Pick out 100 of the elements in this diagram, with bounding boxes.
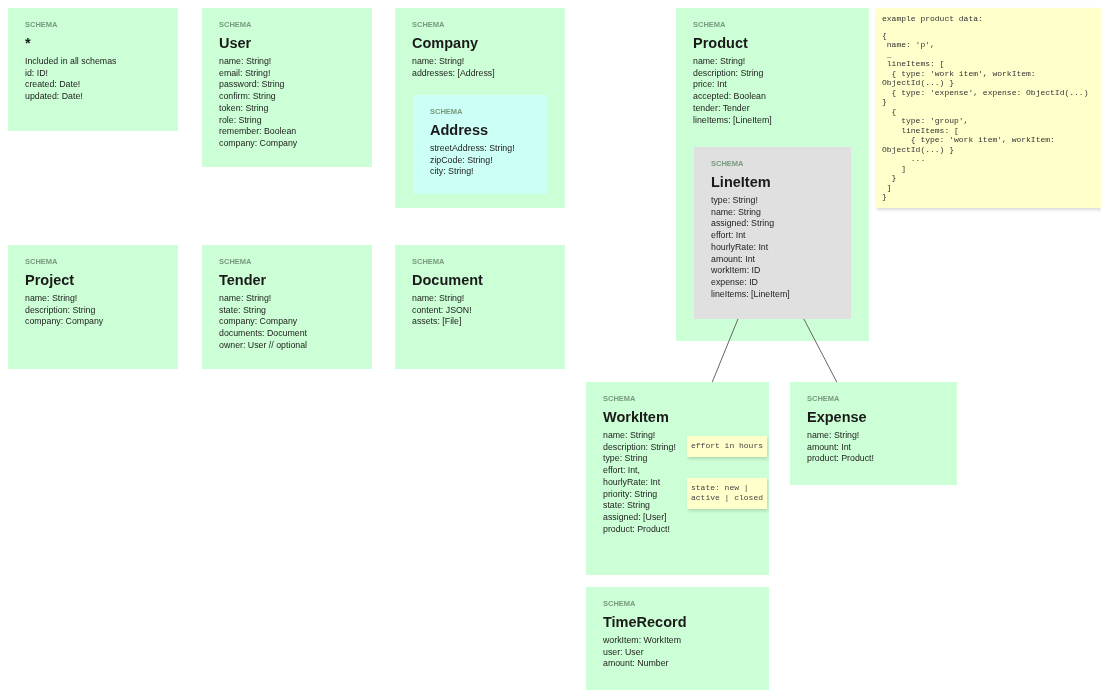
field-text: product: Product! bbox=[807, 453, 874, 466]
field-text: description: String bbox=[693, 67, 764, 80]
code-line: { bbox=[882, 30, 887, 40]
code-line: name: 'p', bbox=[885, 40, 935, 50]
schema-title: LineItem bbox=[711, 173, 771, 191]
schema-card bbox=[8, 8, 178, 131]
field-text: name: String! bbox=[412, 56, 465, 68]
schema-card bbox=[202, 245, 372, 369]
field-text: addresses: [Address] bbox=[412, 67, 495, 80]
field-text: company: Company bbox=[25, 316, 104, 329]
schema-title: Tender bbox=[219, 271, 267, 289]
schema-card bbox=[413, 95, 547, 194]
note-text: effort in hours bbox=[691, 441, 764, 451]
field-text: updated: Date! bbox=[25, 91, 83, 103]
field-text: accepted: Boolean bbox=[693, 91, 766, 103]
field-text: lineItems: [LineItem] bbox=[693, 114, 772, 127]
field-text: workItem: WorkItem bbox=[603, 635, 682, 647]
field-text: type: String bbox=[603, 453, 648, 466]
field-text: assets: [File] bbox=[412, 316, 462, 329]
field-text: state: String bbox=[603, 500, 650, 512]
field-text: streetAddress: String! bbox=[430, 143, 515, 155]
schema-card bbox=[395, 245, 565, 369]
field-text: name: String bbox=[711, 206, 761, 219]
field-text: assigned: [User] bbox=[603, 511, 667, 524]
field-text: remember: Boolean bbox=[219, 126, 297, 138]
sticky-note bbox=[876, 8, 1101, 208]
field-text: name: String! bbox=[693, 56, 746, 68]
field-text: priority: String bbox=[603, 488, 658, 501]
code-line: lineItems: [ bbox=[900, 125, 959, 135]
note-text: state: new | active | closed bbox=[691, 483, 764, 503]
field-text: state: String bbox=[219, 304, 266, 317]
field-text: name: String! bbox=[219, 56, 272, 68]
code-line: } bbox=[890, 173, 897, 183]
schema-title: * bbox=[25, 34, 31, 52]
schema-card bbox=[8, 245, 178, 369]
field-text: documents: Document bbox=[219, 328, 307, 340]
schema-title: Project bbox=[25, 271, 75, 289]
field-text: company: Company bbox=[219, 316, 298, 329]
field-text: user: User bbox=[603, 646, 644, 659]
field-text: assigned: String bbox=[711, 218, 775, 231]
code-line: } bbox=[882, 192, 887, 202]
schema-title: TimeRecord bbox=[603, 613, 687, 631]
code-line: { type: 'work item', workItem: ObjectId(...) } bbox=[882, 68, 1037, 88]
field-text: owner: User // optional bbox=[219, 339, 307, 352]
connector-line bbox=[803, 318, 838, 383]
field-text: effort: Int bbox=[711, 230, 746, 242]
field-text: amount: Int bbox=[807, 441, 851, 454]
code-line: _ bbox=[885, 49, 892, 59]
field-text: hourlyRate: Int bbox=[603, 476, 661, 489]
field-text: name: String! bbox=[25, 293, 78, 305]
schema-card bbox=[676, 8, 869, 341]
schema-card bbox=[395, 8, 565, 208]
field-text: tender: Tender bbox=[693, 102, 750, 115]
field-text: lineItems: [LineItem] bbox=[711, 288, 790, 301]
field-text: name: String! bbox=[412, 293, 465, 305]
field-text: workItem: ID bbox=[711, 265, 761, 277]
code-line: ... bbox=[909, 154, 926, 164]
code-line: type: 'group', bbox=[900, 116, 969, 126]
field-text: type: String! bbox=[711, 195, 758, 207]
schema-title: Company bbox=[412, 34, 479, 52]
code-line: lineItems: [ bbox=[885, 59, 945, 69]
field-text: content: JSON! bbox=[412, 304, 472, 317]
field-text: email: String! bbox=[219, 67, 271, 80]
field-text: password: String bbox=[219, 79, 285, 92]
code-line: ] bbox=[900, 163, 906, 173]
field-text: hourlyRate: Int bbox=[711, 241, 769, 254]
field-text: name: String! bbox=[219, 293, 272, 305]
schema-title: Expense bbox=[807, 408, 867, 426]
connector-line bbox=[711, 318, 739, 383]
schema-title: Address bbox=[430, 121, 489, 139]
code-line: ] bbox=[885, 182, 892, 192]
schema-title: Document bbox=[412, 271, 483, 289]
field-text: confirm: String bbox=[219, 91, 276, 103]
field-text: name: String! bbox=[603, 430, 656, 442]
field-text: id: ID! bbox=[25, 67, 48, 80]
schema-card bbox=[586, 587, 769, 690]
field-text: expense: ID bbox=[711, 276, 758, 289]
schema-title: WorkItem bbox=[603, 408, 669, 426]
schema-title: User bbox=[219, 34, 252, 52]
code-line: { bbox=[890, 106, 897, 116]
schema-title: Product bbox=[693, 34, 748, 52]
sticky-note bbox=[687, 436, 767, 457]
field-text: amount: Int bbox=[711, 253, 755, 266]
code-line: { type: 'expense', expense: ObjectId(...) } bbox=[882, 87, 1090, 107]
schema-card bbox=[694, 147, 851, 319]
field-text: role: String bbox=[219, 114, 262, 127]
field-text: city: String! bbox=[430, 166, 474, 179]
field-text: product: Product! bbox=[603, 523, 670, 536]
field-text: zipCode: String! bbox=[430, 154, 493, 167]
code-line: { type: 'work item', workItem: ObjectId(...) } bbox=[882, 135, 1056, 154]
field-text: created: Date! bbox=[25, 79, 81, 92]
field-text: token: String bbox=[219, 102, 269, 115]
schema-card bbox=[586, 382, 769, 575]
field-text: name: String! bbox=[807, 430, 860, 442]
field-text: description: String bbox=[25, 304, 96, 317]
field-text: Included in all schemas bbox=[25, 56, 117, 68]
code-line: example product data: bbox=[882, 14, 983, 24]
field-text: amount: Number bbox=[603, 658, 669, 671]
schema-card bbox=[790, 382, 957, 485]
schema-card bbox=[202, 8, 372, 167]
